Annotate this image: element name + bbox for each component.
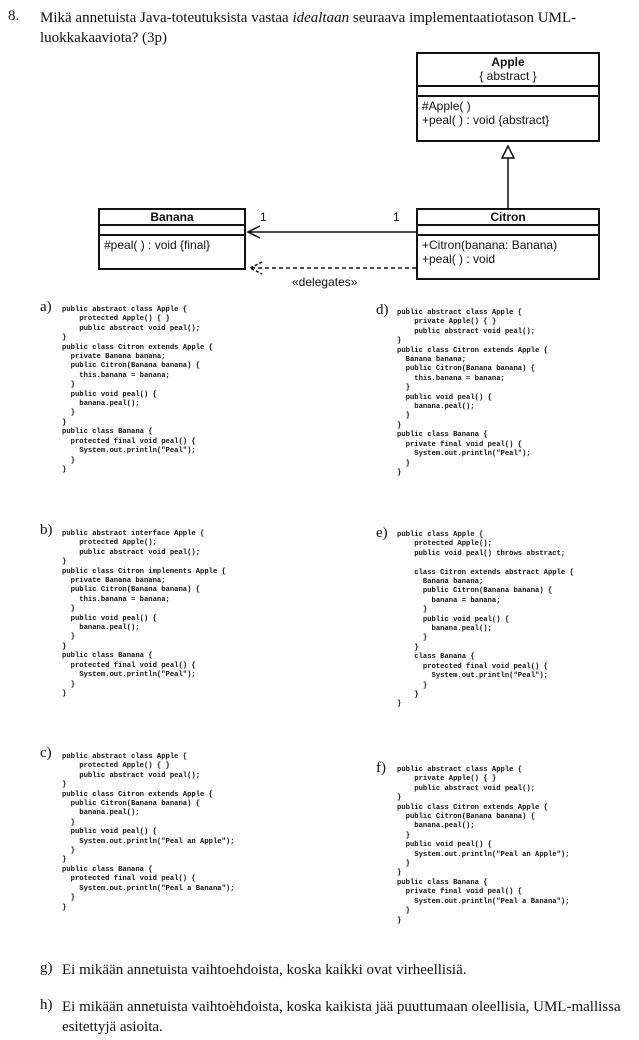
option-g-text: Ei mikään annetuista vaihtoehdoista, kos… [62, 962, 467, 978]
apple-attributes [418, 87, 598, 97]
uml-class-diagram: Apple { abstract } #Apple( ) +peal( ) : … [0, 0, 639, 300]
delegates-stereotype: «delegates» [292, 275, 358, 289]
option-f-label: f) [376, 760, 386, 776]
banana-class: Banana #peal( ) : void {final} [98, 208, 246, 270]
banana-class-name: Banana [100, 210, 244, 226]
citron-attributes [418, 226, 598, 236]
dependency-arrowhead [248, 261, 263, 275]
citron-operations: +Citron(banana: Banana) +peal( ) : void [418, 236, 598, 268]
multiplicity-banana: 1 [260, 210, 267, 224]
option-h-label: h) [40, 997, 53, 1013]
option-f-code: public abstract class Apple { private Ap… [397, 766, 570, 925]
option-g-label: g) [40, 960, 53, 976]
citron-class-name: Citron [418, 210, 598, 226]
generalization-arrowhead [500, 144, 516, 159]
apple-class-name: Apple [491, 55, 525, 69]
option-e-code: public class Apple { protected Apple(); … [397, 531, 574, 709]
option-d-code: public abstract class Apple { private Ap… [397, 309, 548, 477]
option-b-code: public abstract interface Apple { protec… [62, 530, 226, 698]
banana-operations: #peal( ) : void {final} [100, 236, 244, 254]
citron-op-peal: +peal( ) : void [422, 252, 496, 266]
citron-class: Citron +Citron(banana: Banana) +peal( ) … [416, 208, 600, 280]
question-number: 8. [8, 8, 20, 24]
citron-op-constructor: +Citron(banana: Banana) [422, 238, 558, 252]
option-b-label: b) [40, 522, 53, 538]
option-c-code: public abstract class Apple { protected … [62, 753, 235, 912]
question-text: Mikä annetuista Java-toteutuksista vasta… [40, 10, 577, 46]
apple-op-constructor: #Apple( ) [422, 99, 471, 113]
apple-class: Apple { abstract } #Apple( ) +peal( ) : … [416, 52, 600, 142]
option-h-text: Ei mikään annetuista vaihtoehdoista, kos… [62, 999, 621, 1035]
option-d-label: d) [376, 302, 389, 318]
emphasis: idealtaan [292, 10, 350, 26]
apple-op-peal: +peal( ) : void {abstract} [422, 113, 550, 127]
association-arrowhead [246, 225, 261, 239]
option-a-label: a) [40, 299, 52, 315]
uml-connectors [246, 144, 516, 275]
speck [230, 1001, 232, 1003]
apple-operations: #Apple( ) +peal( ) : void {abstract} [418, 97, 598, 129]
option-e-label: e) [376, 525, 388, 541]
option-c-label: c) [40, 745, 52, 761]
banana-op-peal: #peal( ) : void {final} [104, 238, 211, 252]
multiplicity-citron: 1 [393, 210, 400, 224]
banana-attributes [100, 226, 244, 236]
apple-stereotype: { abstract } [418, 69, 598, 87]
option-a-code: public abstract class Apple { protected … [62, 306, 213, 474]
